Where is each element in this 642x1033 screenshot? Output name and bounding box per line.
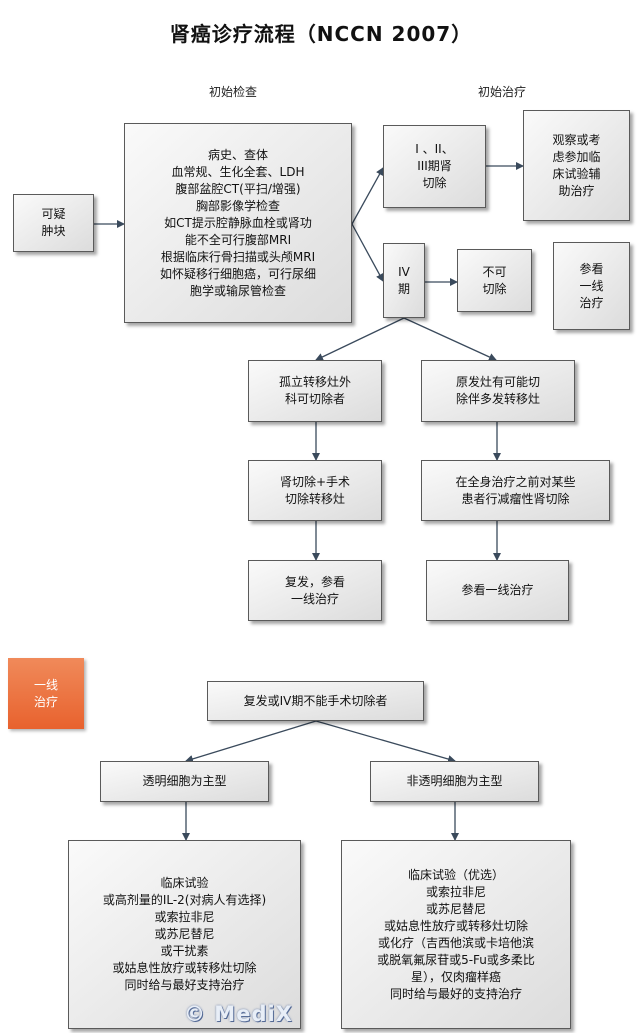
node-stage-4: IV 期 — [383, 243, 425, 318]
node-initial-exam: 病史、查体 血常规、生化全套、LDH 腹部盆腔CT(平扫/增强) 胸部影像学检查… — [124, 123, 352, 323]
node-relapse-unresectable: 复发或IV期不能手术切除者 — [207, 681, 424, 721]
arrow-relapse-to-nonclear — [315, 720, 456, 763]
node-stage-1-3-nephrectomy: I 、II、 III期肾 切除 — [383, 125, 486, 208]
arrow-stage4-to-multi — [403, 317, 497, 361]
node-suspicious-mass: 可疑 肿块 — [13, 194, 94, 252]
node-unresectable: 不可 切除 — [457, 249, 532, 312]
node-non-clear-cell: 非透明细胞为主型 — [370, 761, 539, 802]
page-title: 肾癌诊疗流程（NCCN 2007） — [169, 22, 473, 46]
node-clear-cell-treatment: 临床试验 或高剂量的IL-2(对病人有选择) 或索拉非尼 或苏尼替尼 或干扰素 … — [68, 840, 301, 1029]
header-initial-exam: 初始检查 — [209, 85, 258, 99]
watermark: © MediX — [184, 1002, 293, 1026]
arrow-exam-to-stage4 — [351, 223, 384, 282]
node-relapse-see: 复发，参看 一线治疗 — [248, 560, 382, 621]
node-nephrectomy-plus: 肾切除+手术 切除转移灶 — [248, 460, 382, 521]
node-primary-resectable-multi: 原发灶有可能切 除伴多发转移灶 — [421, 360, 575, 422]
node-see-first-line-small: 参看 一线 治疗 — [553, 242, 630, 330]
node-cytoreductive: 在全身治疗之前对某些 患者行减瘤性肾切除 — [421, 460, 610, 521]
node-clear-cell: 透明细胞为主型 — [100, 761, 269, 802]
arrow-exam-to-stage13 — [351, 167, 384, 225]
arrow-relapse-to-clear — [185, 720, 317, 763]
node-non-clear-cell-treatment: 临床试验（优选） 或索拉非尼 或苏尼替尼 或姑息性放疗或转移灶切除 或化疗（吉西… — [341, 840, 571, 1029]
node-see-first-line: 参看一线治疗 — [426, 560, 569, 621]
node-observe-trial: 观察或考 虑参加临 床试验辅 助治疗 — [523, 110, 630, 221]
arrow-stage4-to-isolated — [315, 317, 405, 361]
label-first-line-treatment: 一线 治疗 — [8, 658, 84, 729]
node-isolated-metastasis: 孤立转移灶外 科可切除者 — [248, 360, 382, 422]
header-initial-treatment: 初始治疗 — [478, 85, 527, 99]
